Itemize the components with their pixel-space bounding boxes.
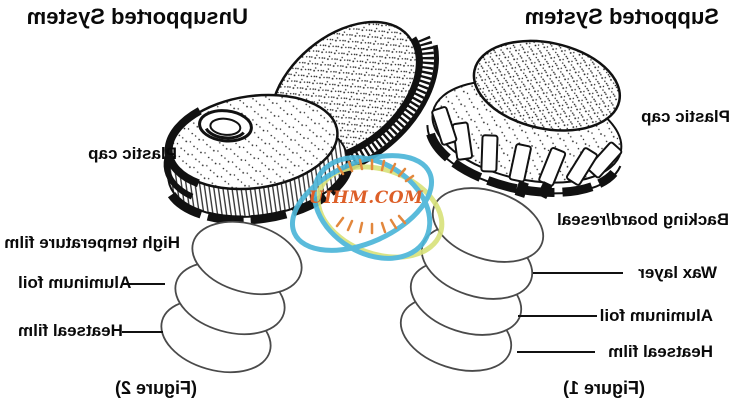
figure1-caption: (Figure 1) — [562, 378, 645, 398]
cap-vent-hole — [198, 109, 253, 143]
label-wax-layer: Wax layer — [638, 263, 717, 282]
supported-film-stack — [399, 187, 545, 372]
leader-lines — [122, 272, 623, 353]
label-heatseal-film-fig2: Heatseal film — [18, 321, 123, 340]
label-plastic-cap-fig1: Plastic cap — [641, 107, 730, 126]
supported-cap-drawing — [426, 39, 623, 200]
cap-castellation-teeth — [431, 106, 623, 187]
figure2-caption: (Figure 2) — [114, 378, 197, 398]
label-backing-board: Backing board/reseal — [557, 210, 729, 229]
figure1-title: Supported System — [524, 4, 719, 29]
label-high-temperature-film: High temperature film — [4, 233, 180, 252]
label-aluminum-foil-fig1: Aluminum foil — [599, 306, 713, 325]
label-heatseal-film-fig1: Heatseal film — [608, 342, 713, 361]
label-plastic-cap-fig2: Plastic cap — [88, 144, 177, 163]
label-aluminum-foil-fig2: Aluminum foil — [18, 273, 132, 292]
unsupported-film-stack — [160, 220, 303, 374]
figure2-title: Unsupported System — [26, 4, 248, 29]
